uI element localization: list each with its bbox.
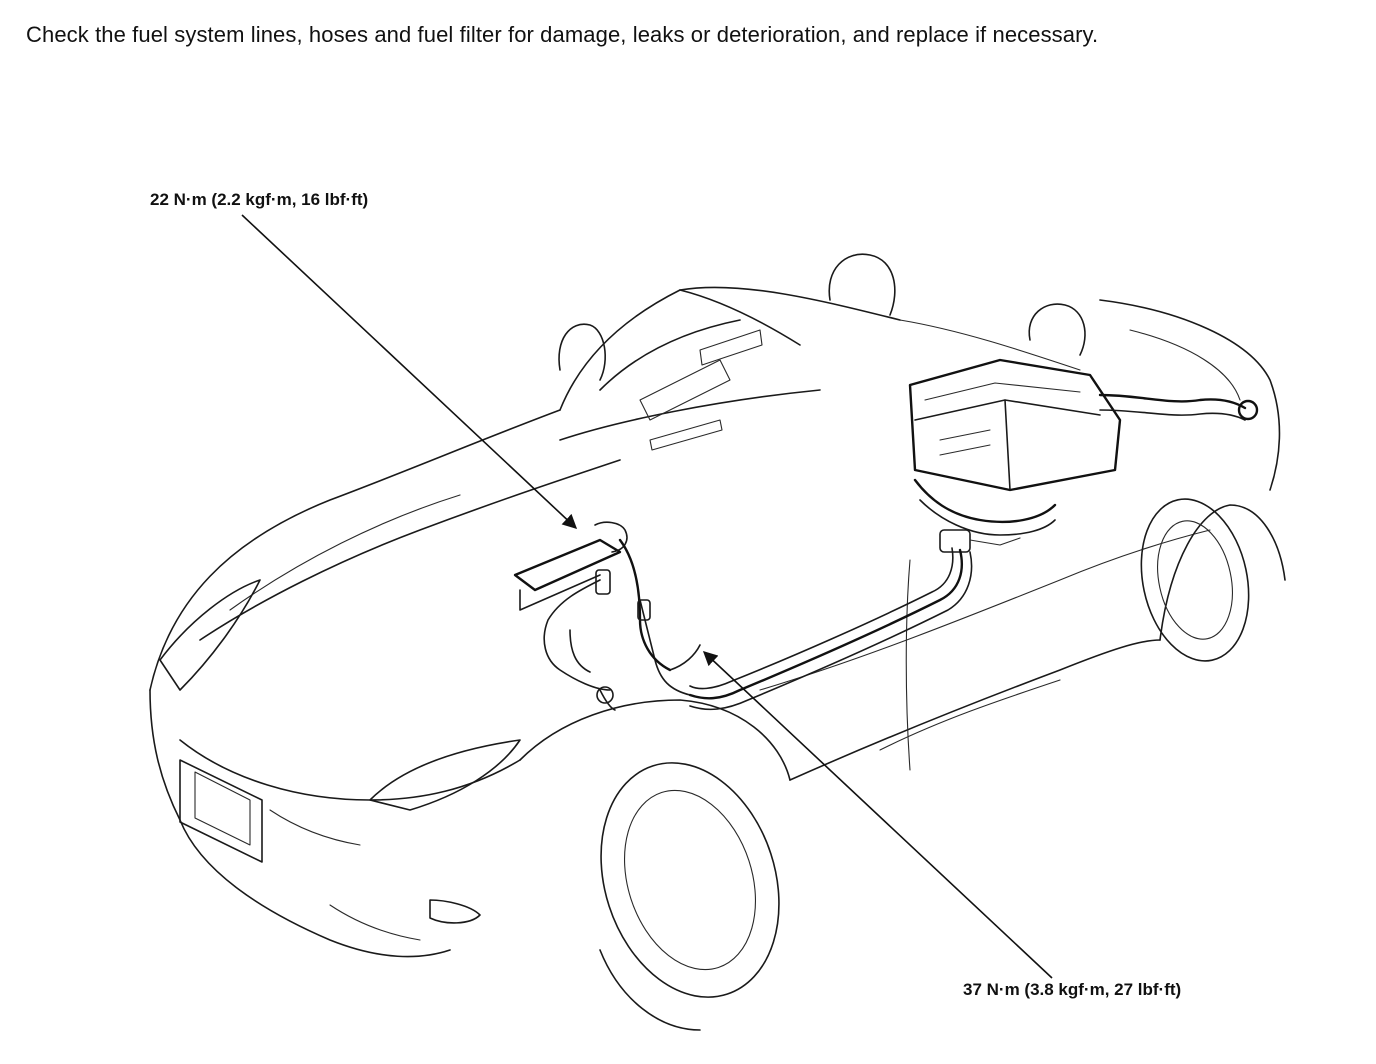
- leader-line-fuel-rail: [241, 214, 578, 529]
- leader-line-fuel-line-fitting: [702, 651, 1053, 979]
- fuel-filter-assembly: [913, 478, 1057, 553]
- fuel-lines: [639, 547, 973, 711]
- fuel-tank: [908, 358, 1259, 492]
- callout-fuel-line-torque: 37 N·m (3.8 kgf·m, 27 lbf·ft): [963, 980, 1182, 999]
- car-body-outline: [149, 253, 1286, 1031]
- fuel-rail: [513, 521, 701, 711]
- callout-fuel-rail-torque: 22 N·m (2.2 kgf·m, 16 lbf·ft): [150, 190, 369, 209]
- instruction-text: Check the fuel system lines, hoses and f…: [26, 22, 1099, 47]
